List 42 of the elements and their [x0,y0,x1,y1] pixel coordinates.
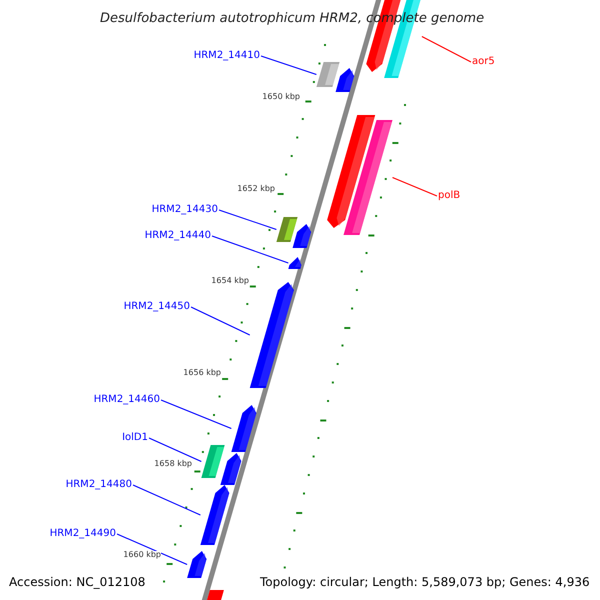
gene-feature [200,485,230,545]
genome-summary: Topology: circular; Length: 5,589,073 bp; Genes: 4,936 [260,576,590,588]
leader-line [148,438,202,462]
gene-feature [250,282,294,388]
gene-label: HRM2_14490 [50,529,116,539]
gene-label: polB [438,191,460,201]
scale-label: 1660 kbp [123,551,161,559]
gene-feature [187,551,207,578]
gene-label: HRM2_14450 [124,302,190,312]
gene-feature [336,68,354,92]
gene-feature [231,405,256,452]
gene-feature [220,453,242,485]
leader-line [218,210,277,230]
scale-label: 1650 kbp [262,93,300,101]
gene-feature [327,115,376,228]
leader-line [116,534,188,565]
leader-line [212,236,289,264]
scale-label: 1658 kbp [154,460,192,468]
gene-block [201,445,225,478]
gene-block [316,62,340,87]
leader-line [421,36,472,62]
leader-line [132,484,201,516]
gene-label: HRM2_14480 [66,480,132,490]
scale-label: 1656 kbp [183,369,221,377]
leader-line [160,400,232,429]
scale-label: 1652 kbp [237,185,275,193]
title: Desulfobacterium autotrophicum HRM2, complete genome [100,12,484,24]
gene-label: HRM2_14430 [152,205,218,215]
gene-block [204,590,224,600]
gene-label: IolD1 [122,433,148,443]
accession-text: Accession: NC_012108 [9,576,146,588]
leader-line [190,306,250,336]
gene-block [344,120,392,235]
gene-label: HRM2_14440 [144,231,211,241]
gene-feature [292,224,312,248]
gene-feature [288,257,302,269]
gene-label: HRM2_14460 [94,395,160,405]
scale-label: 1654 kbp [211,277,249,285]
gene-label: aor5 [472,57,495,67]
gene-label: HRM2_14410 [194,51,260,61]
gene-block [276,217,298,242]
leader-line [392,177,438,196]
